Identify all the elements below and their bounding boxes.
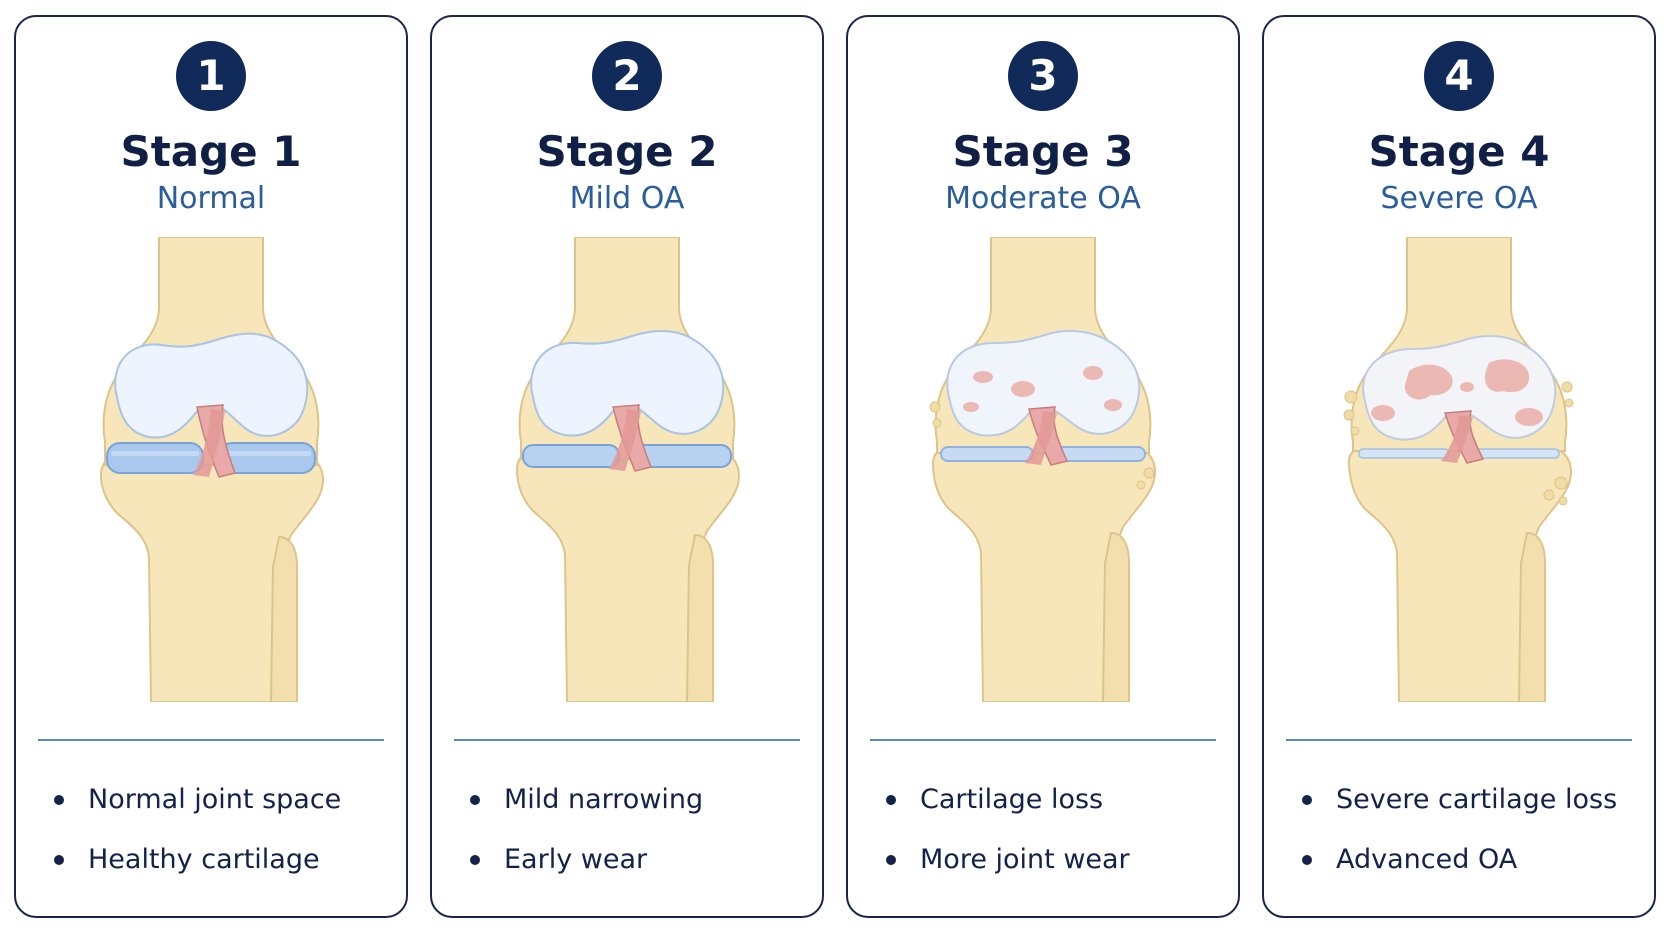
meniscus [106, 442, 316, 474]
bullet-item: Early wear [466, 842, 812, 878]
stage-subtitle: Moderate OA [945, 181, 1141, 216]
cruciate-ligaments [1441, 410, 1485, 464]
cartilage-condyles [530, 330, 725, 437]
stage-number-badge: 1 [176, 41, 246, 111]
bullet-text: Healthy cartilage [88, 844, 320, 875]
stage-bullet-list: Normal joint space Healthy cartilage [50, 782, 396, 902]
stages-panel-row: 1 Stage 1 Normal [14, 15, 1658, 920]
stage-2-card: 2 Stage 2 Mild OA Mild n [430, 15, 824, 918]
cartilage-condyles [114, 332, 309, 439]
meniscus [522, 444, 732, 468]
cruciate-ligaments [1025, 406, 1069, 466]
bullet-item: Mild narrowing [466, 782, 812, 818]
stage-bullet-list: Mild narrowing Early wear [466, 782, 812, 902]
bullet-dot [54, 855, 64, 865]
cruciate-ligaments [609, 404, 653, 472]
stage-title: Stage 2 [536, 127, 718, 176]
bullet-dot [886, 795, 896, 805]
bullet-item: Healthy cartilage [50, 842, 396, 878]
bullet-text: Severe cartilage loss [1336, 784, 1618, 815]
bullet-dot [1302, 795, 1312, 805]
bullet-text: Early wear [504, 844, 648, 875]
stage-subtitle: Mild OA [569, 181, 685, 216]
bullet-item: Severe cartilage loss [1298, 782, 1644, 818]
bone-spurs [1343, 381, 1574, 506]
bullet-item: Advanced OA [1298, 842, 1644, 878]
tibia-fibula-bone [515, 445, 741, 702]
knee-joint-illustration [99, 237, 325, 702]
section-divider [1286, 739, 1632, 741]
knee-joint-illustration [929, 237, 1157, 702]
bullet-text: Normal joint space [88, 784, 342, 815]
stage-bullet-list: Severe cartilage loss Advanced OA [1298, 782, 1644, 902]
bullet-text: Mild narrowing [504, 784, 704, 815]
stage-number-badge: 4 [1424, 41, 1494, 111]
stage-bullet-list: Cartilage loss More joint wear [882, 782, 1228, 902]
bullet-text: Cartilage loss [920, 784, 1104, 815]
section-divider [454, 739, 800, 741]
stage-3-card: 3 Stage 3 Moderate OA [846, 15, 1240, 918]
bone-spurs [929, 401, 1155, 490]
stage-title: Stage 1 [120, 127, 302, 176]
bullet-text: Advanced OA [1336, 844, 1518, 875]
bullet-dot [470, 855, 480, 865]
stage-4-card: 4 Stage 4 Severe OA [1262, 15, 1656, 918]
bullet-item: Cartilage loss [882, 782, 1228, 818]
stage-subtitle: Severe OA [1380, 181, 1538, 216]
cartilage-erosion-spots [963, 366, 1122, 412]
cartilage-erosion-spots [1371, 359, 1543, 426]
stage-subtitle: Normal [156, 181, 266, 216]
cartilage-condyles [946, 329, 1141, 437]
bullet-dot [1302, 855, 1312, 865]
bullet-dot [54, 795, 64, 805]
cruciate-ligaments [193, 404, 236, 478]
tibia-fibula-bone [931, 441, 1157, 702]
bullet-text: More joint wear [920, 844, 1130, 875]
bullet-dot [886, 855, 896, 865]
tibia-fibula-bone [99, 449, 325, 702]
tibia-fibula-bone [1347, 441, 1573, 702]
bullet-dot [470, 795, 480, 805]
section-divider [870, 739, 1216, 741]
stage-title: Stage 4 [1368, 127, 1550, 176]
stage-number-badge: 3 [1008, 41, 1078, 111]
knee-joint-illustration [515, 237, 741, 702]
bullet-item: More joint wear [882, 842, 1228, 878]
section-divider [38, 739, 384, 741]
bullet-item: Normal joint space [50, 782, 396, 818]
stage-1-card: 1 Stage 1 Normal [14, 15, 408, 918]
knee-joint-illustration [1343, 237, 1574, 702]
stage-title: Stage 3 [952, 127, 1134, 176]
stage-number-badge: 2 [592, 41, 662, 111]
